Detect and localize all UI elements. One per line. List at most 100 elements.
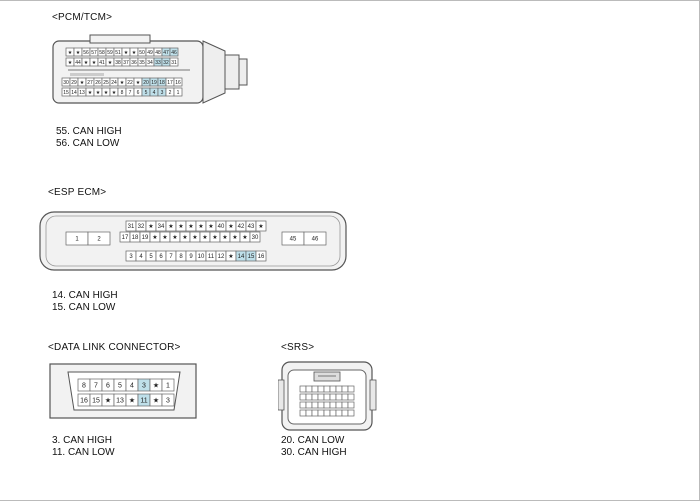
pcm-row4-pin-2-label: 13 <box>79 90 85 96</box>
pcm-row3-pin-9-label: ★ <box>136 80 141 86</box>
esp-row2-pin-2-label: 19 <box>142 235 149 241</box>
esp-row2-pin-12-label: ★ <box>242 234 247 241</box>
esp-left-pin-0-label: 1 <box>75 237 79 243</box>
esp-row2-pin-8-label: ★ <box>202 234 207 241</box>
srs-pin-r0c4-cell <box>323 385 331 393</box>
pcm-row4-pin-4-label: ★ <box>96 90 101 96</box>
esp-row1-pin-13-cell <box>255 220 267 232</box>
srs-pin-r0c6-cell <box>335 385 343 393</box>
esp-pin-can-high: 14. CAN HIGH <box>52 290 118 301</box>
dlc-row1-pin-1-label: 7 <box>94 383 98 390</box>
pcm-row4-pin-10-label: 5 <box>145 90 148 96</box>
esp-title: <ESP ECM> <box>48 187 107 198</box>
dlc-row2-pin-4-label: ★ <box>129 397 135 405</box>
pcm-row1-pin-7-label: ★ <box>124 50 129 56</box>
srs-pin-r1c3-cell <box>317 393 325 401</box>
dlc-row1-pin-7-label: 1 <box>166 383 170 390</box>
srs-pin-r3c3-cell <box>317 409 325 417</box>
pcm-row1-pin-11-label: 48 <box>155 50 161 56</box>
srs-pin-r2c3-cell <box>317 401 325 409</box>
dlc-row2-pin-5-label: 11 <box>140 398 147 405</box>
esp-row3-pin-1-label: 4 <box>139 254 143 260</box>
esp-connector-inner <box>45 215 341 267</box>
dlc-row2-pin-7-cell <box>161 393 175 407</box>
esp-right-pin-1-cell <box>303 231 327 246</box>
pcm-row3-pin-13-label: 17 <box>167 80 173 86</box>
esp-row2-pin-9-label: ★ <box>212 234 217 241</box>
dlc-row1-pin-3-label: 5 <box>118 383 122 390</box>
srs-pin-r3c1-cell <box>305 409 313 417</box>
pcm-row3-pin-14-cell <box>173 77 183 87</box>
esp-row3-pin-0-label: 3 <box>129 254 133 260</box>
pcm-row2-pin-3-label: ★ <box>92 60 97 66</box>
esp-row2-pin-3-label: ★ <box>152 234 157 241</box>
pcm-row2-pin-8-label: 36 <box>131 60 137 66</box>
esp-row1-pin-8-label: ★ <box>208 223 213 230</box>
pcm-row2-pin-9-label: 35 <box>139 60 145 66</box>
srs-pin-r0c5-cell <box>329 385 337 393</box>
pcm-row1-pin-12-label: 47 <box>163 50 169 56</box>
pcm-row3-pin-0-label: 30 <box>63 80 69 86</box>
srs-connector-latch <box>313 371 341 382</box>
srs-pin-r3c0-cell <box>299 409 307 417</box>
esp-row2-pin-13-cell <box>249 231 261 243</box>
srs-pin-r0c3-cell <box>317 385 325 393</box>
dlc-pin-list: 3. CAN HIGH 11. CAN LOW <box>52 435 115 459</box>
srs-pin-r2c2-cell <box>311 401 319 409</box>
srs-pin-r1c2-cell <box>311 393 319 401</box>
srs-right-rail <box>369 379 377 411</box>
pcm-row2-pin-5-label: ★ <box>108 60 113 66</box>
pcm-row3-pin-14-label: 16 <box>175 80 181 86</box>
esp-row1-pin-5-label: ★ <box>178 223 183 230</box>
esp-row1-pin-0-label: 31 <box>128 224 135 230</box>
esp-left-pin-1-label: 2 <box>97 237 101 243</box>
esp-row3-pin-9-label: 12 <box>218 254 225 260</box>
esp-row1-pin-2-label: ★ <box>148 223 153 230</box>
esp-row3-pin-8-label: 11 <box>208 254 215 260</box>
pcm-title: <PCM/TCM> <box>52 12 113 23</box>
pcm-row3-pin-6-label: 24 <box>111 80 117 86</box>
pcm-row1-pin-2-label: 56 <box>83 50 89 56</box>
dlc-pin-can-high: 3. CAN HIGH <box>52 435 113 446</box>
srs-pin-r2c8-cell <box>347 401 355 409</box>
esp-row2-pin-0-label: 17 <box>122 235 129 241</box>
pcm-row4-pin-1-label: 14 <box>71 90 77 96</box>
pcm-row4-pin-12-label: 3 <box>161 90 164 96</box>
dlc-row1-pin-5-label: 3 <box>142 383 146 390</box>
esp-row3-pin-13-label: 16 <box>258 254 265 260</box>
srs-pin-r0c0-cell <box>299 385 307 393</box>
esp-row1-pin-7-label: ★ <box>198 223 203 230</box>
srs-left-rail <box>278 379 285 411</box>
pcm-row2-pin-13-cell <box>169 57 179 67</box>
pcm-row3-pin-8-label: 22 <box>127 80 133 86</box>
esp-row3-pin-3-label: 6 <box>159 254 163 260</box>
esp-right-pin-1-label: 46 <box>312 237 319 243</box>
dlc-row1-pin-2-label: 6 <box>106 383 110 390</box>
esp-row2-pin-1-label: 18 <box>132 235 139 241</box>
pcm-row2-pin-7-label: 37 <box>123 60 129 66</box>
srs-pin-list: 20. CAN LOW 30. CAN HIGH <box>281 435 347 459</box>
pcm-row3-pin-7-label: ★ <box>120 80 125 86</box>
srs-pin-can-high: 30. CAN HIGH <box>281 447 347 458</box>
pcm-row3-pin-3-label: 27 <box>87 80 93 86</box>
srs-pin-r1c4-cell <box>323 393 331 401</box>
pcm-row1-pin-1-label: ★ <box>76 50 81 56</box>
srs-pin-r1c6-cell <box>335 393 343 401</box>
srs-pin-can-low: 20. CAN LOW <box>281 435 345 446</box>
pcm-connector-latch <box>89 34 151 44</box>
dlc-pin-can-low: 11. CAN LOW <box>52 447 115 458</box>
esp-row1-pin-1-label: 32 <box>138 224 145 230</box>
esp-row2-pin-7-label: ★ <box>192 234 197 241</box>
srs-pin-r3c8-cell <box>347 409 355 417</box>
pcm-row3-pin-12-label: 18 <box>159 80 165 86</box>
esp-row3-pin-11-label: 14 <box>238 254 245 260</box>
esp-row3-pin-2-label: 5 <box>149 254 153 260</box>
esp-row1-pin-11-label: 42 <box>238 224 245 230</box>
dlc-row2-pin-6-label: ★ <box>153 397 159 405</box>
pcm-row4-pin-3-label: ★ <box>88 90 93 96</box>
pcm-row3-pin-2-label: ★ <box>80 80 85 86</box>
pcm-row2-pin-4-label: 41 <box>99 60 105 66</box>
pcm-row2-pin-10-label: 34 <box>147 60 153 66</box>
srs-pin-r1c0-cell <box>299 393 307 401</box>
